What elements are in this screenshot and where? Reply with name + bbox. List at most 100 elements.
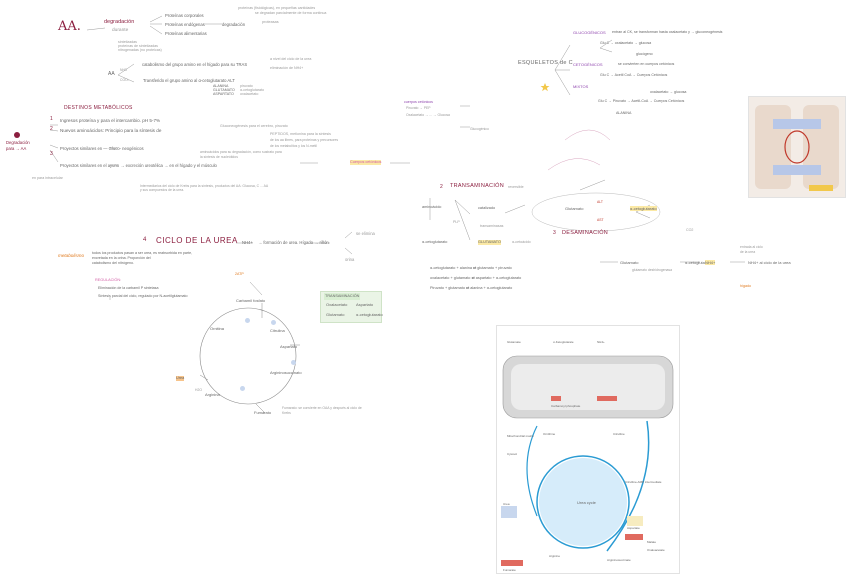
urea-desc-1: todos los productos pasan a ser urea, es… bbox=[92, 251, 193, 255]
transam-tag-2: AST bbox=[597, 218, 604, 222]
urea-trans-title: TRANSAMINACIÓN bbox=[324, 293, 361, 300]
urea-trans-2: Glutamato bbox=[326, 312, 345, 317]
transam-glut-box: Glutamato bbox=[565, 206, 584, 211]
fig-glutamate: Glutamate bbox=[507, 340, 521, 344]
urea-reg-title: REGULACIÓN: bbox=[95, 278, 122, 282]
nh-ala: ALANINA bbox=[213, 84, 229, 88]
transam-catalizado: catalizado bbox=[478, 206, 496, 210]
urea-lateral: metabolismo bbox=[58, 253, 85, 258]
aa-title: AA. bbox=[58, 19, 81, 34]
bullet-dot bbox=[14, 132, 20, 138]
nh-oaa: oxalacetato bbox=[240, 92, 259, 96]
desam-num: 3 bbox=[553, 230, 556, 236]
fig-ornithine: Ornithine bbox=[543, 432, 556, 436]
nh-line-1: catabolismo del grupo amino en el hígado… bbox=[142, 62, 248, 67]
urea-trans-3: Aspartato bbox=[356, 302, 374, 307]
transam-top-3: Glucogénico bbox=[470, 127, 489, 131]
desam-akg: α-cetoglutarato bbox=[685, 260, 712, 265]
fig-argsucc: Argininosuccinate bbox=[607, 558, 631, 562]
aa-sub-1: sintetizadas bbox=[118, 40, 137, 44]
esq-cuerpos: cuerpos cetónicos bbox=[404, 100, 433, 104]
urea-node-argsucc: Argininosuccinato bbox=[270, 370, 302, 375]
urea-desc-2: excretada en la orina. Proporción del bbox=[92, 256, 151, 260]
transam-cofactor: PLP bbox=[453, 220, 460, 224]
urea-fum-note: Fumarato: se convierte en OAA y después … bbox=[282, 406, 362, 415]
desam-glut: Glutamato bbox=[620, 260, 639, 265]
urea-node-carb: Carbamil fosfato bbox=[236, 298, 266, 303]
transam-eq-2: oxalacetato + glutamato ⇄ aspartato + α-… bbox=[430, 276, 522, 280]
esq-row-2: glucógeno bbox=[636, 52, 653, 56]
esq-mixtos: MIXTOS bbox=[573, 84, 589, 89]
aa-branch-1: Proteínas corporales bbox=[165, 13, 204, 18]
nh-akg: α-cetoglutarato bbox=[240, 88, 265, 92]
nh-pyr: piruvato bbox=[240, 84, 253, 88]
fig-citrulline: Citrulline bbox=[613, 432, 625, 436]
aa-degradacion: degradación bbox=[104, 19, 135, 25]
urea-trans-1: Oxalacetato bbox=[326, 302, 348, 307]
destinos-note-6: la síntesis de nucleótidos bbox=[200, 155, 238, 159]
destinos-item-2: Nuevos aminoácidos: Principio para la sí… bbox=[60, 128, 162, 133]
liver-illustration bbox=[755, 105, 839, 191]
urea-node-fum: Fumarato bbox=[254, 410, 272, 415]
destinos-note-5: aminoácidos para su degradación, como su… bbox=[200, 150, 282, 154]
urea-node-citr: Citrulina bbox=[270, 328, 285, 333]
desam-title: DESAMINACIÓN bbox=[562, 230, 609, 236]
fig-aspartate: Aspartate bbox=[627, 526, 640, 530]
fig-akg: α-Ketoglutarate bbox=[553, 340, 574, 344]
destinos-item-3a: Proyectos similares en — Gluco- neogénic… bbox=[60, 146, 144, 151]
aa-durante: durante bbox=[112, 28, 129, 33]
esq-row-5: oxalacetato → glucosa bbox=[650, 90, 687, 94]
nh-asp: ASPARTATO bbox=[213, 92, 234, 96]
aa-note-top: proteínas (fisiológicas), en pequeñas ca… bbox=[238, 6, 316, 10]
desam-side-1: entrada al ciclo bbox=[740, 245, 763, 249]
fig-citrulline-amp: Citrulline-AMP intermediate bbox=[625, 480, 662, 484]
desam-zone: hígado bbox=[740, 284, 751, 288]
urea-node-atp: 2ATP bbox=[235, 272, 244, 276]
urea-node-arg: Arginina bbox=[205, 392, 220, 397]
destinos-left-1: Degradación bbox=[6, 140, 30, 145]
nh-glut: GLUTAMATO bbox=[213, 88, 235, 92]
desam-co2: CO2 bbox=[686, 228, 694, 232]
esq-row-4: Glu C → Piruvato → Acetil-CoA → Cuerpos … bbox=[598, 99, 685, 103]
transam-num: 2 bbox=[440, 184, 443, 190]
fig-nh4: NH4+ bbox=[597, 340, 605, 344]
fig-cytosol: Cytosol bbox=[507, 452, 518, 456]
destinos-side: en para intracelular bbox=[32, 176, 63, 180]
aa-branch-2: Proteínas endógenas bbox=[165, 22, 205, 27]
liver-figure bbox=[748, 96, 846, 198]
destinos-note-2: PEPTIDOS, metionina para la síntesis bbox=[270, 132, 331, 136]
transam-enzima: transaminasas bbox=[480, 224, 504, 228]
fig-arginine: Arginine bbox=[549, 554, 561, 558]
urea-num: 4 bbox=[143, 237, 147, 243]
aa-coo: COO- bbox=[120, 78, 129, 82]
destinos-item-1: Ingresos proteína y para el intercambio.… bbox=[60, 118, 161, 123]
esqueletos-title: ESQUELETOS de C bbox=[518, 60, 573, 66]
enzyme-marker bbox=[240, 386, 245, 391]
destinos-note-4: de los metabolitos y los N-metil bbox=[270, 144, 317, 148]
destinos-left-2: para → AA bbox=[6, 146, 27, 151]
urea-node-aspar: Aspartato bbox=[280, 344, 298, 349]
transam-cetoacido: α-cetoácido bbox=[512, 240, 531, 244]
urea-node-orn: Ornitina bbox=[210, 326, 225, 331]
fig-urea: Urea bbox=[503, 502, 510, 506]
urea-node-h2o: H2O bbox=[195, 388, 202, 392]
fig-fumarate: Fumarate bbox=[503, 568, 516, 572]
urea-cycle-illustration bbox=[501, 355, 674, 566]
destinos-item-2-num: 2 bbox=[50, 126, 53, 132]
aa-note-top-2: se degradan parcialmente de forma contin… bbox=[255, 11, 327, 15]
esq-gluco-desc: entran al CK, se transforman hasta oxala… bbox=[612, 30, 723, 34]
transam-glutamato: GLUTAMATO bbox=[478, 240, 501, 245]
destinos-ketones: Cuerpos cetónicos bbox=[350, 160, 382, 165]
transam-reversible: reversible bbox=[508, 185, 524, 189]
destinos-note-3: de los aa libres, para proteínas y precu… bbox=[270, 138, 339, 142]
urea-title: CICLO DE LA UREA bbox=[156, 236, 238, 245]
aa-branch-3: Proteínas alimentarias bbox=[165, 31, 207, 36]
aa-degradation: degradación bbox=[222, 22, 246, 27]
destinos-title: DESTINOS METABÓLICOS bbox=[64, 105, 133, 111]
transam-tag-1: ALT bbox=[597, 200, 603, 204]
esq-gluco: GLUCOGÉNICOS bbox=[573, 30, 606, 35]
transam-aa: aminoácido bbox=[422, 205, 442, 209]
desam-enz: glutamato deshidrogenasa bbox=[632, 268, 672, 272]
desam-side-2: de la urea bbox=[740, 250, 756, 254]
